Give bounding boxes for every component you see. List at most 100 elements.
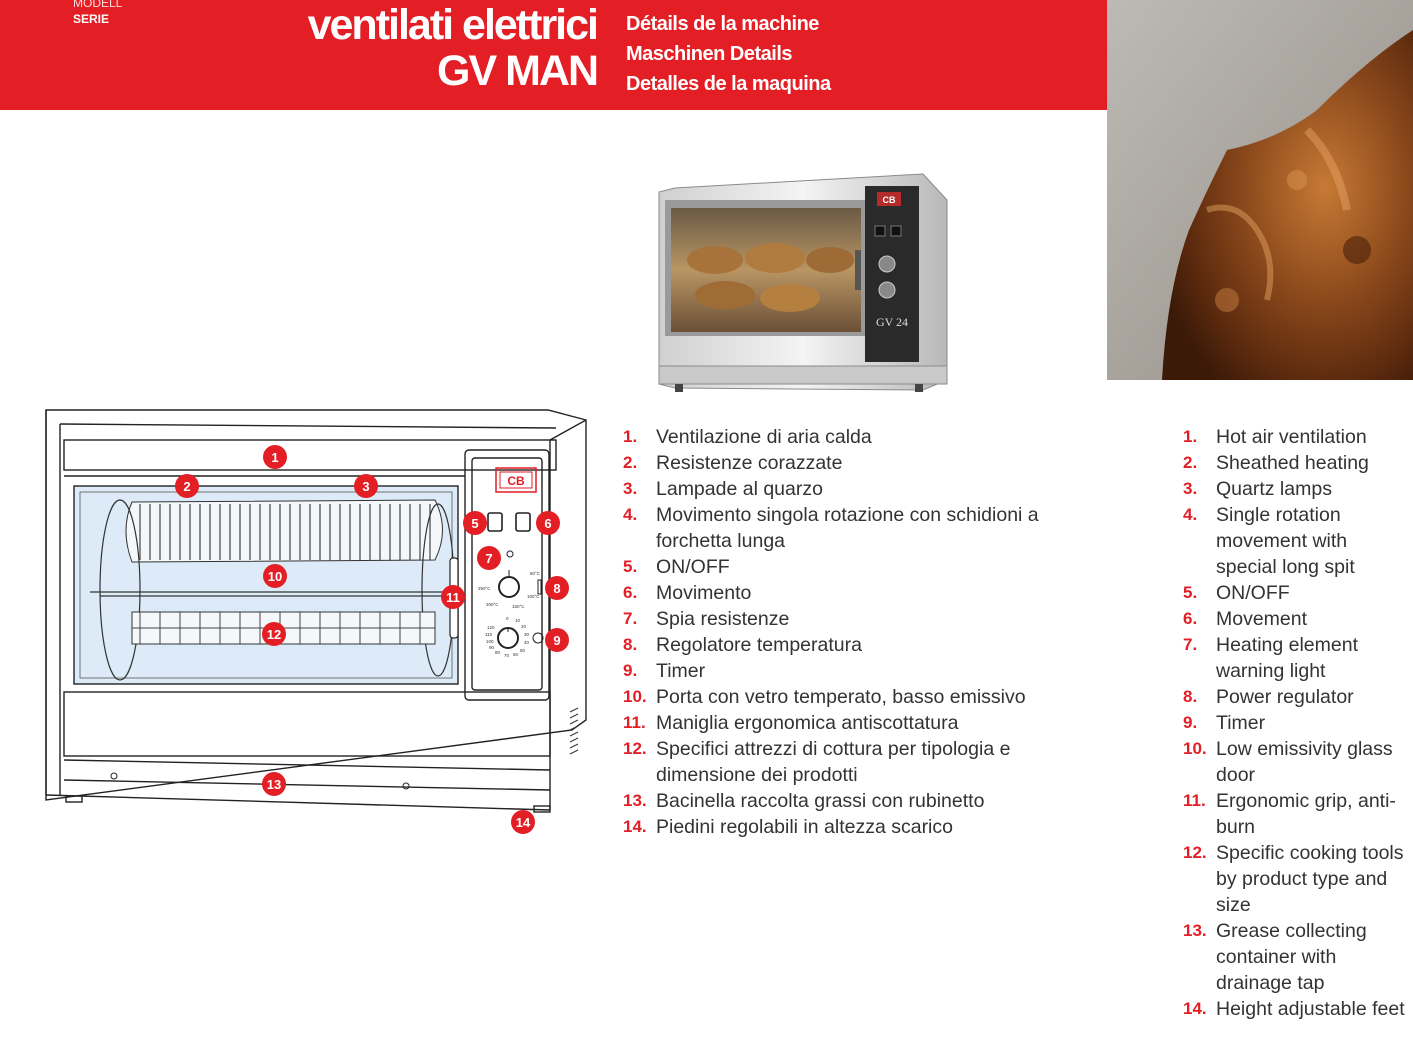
callout-2: 2 bbox=[175, 474, 199, 498]
timer-mark-100: 100 bbox=[486, 639, 494, 644]
list-item: 8. Regolatore temperatura bbox=[623, 632, 1083, 658]
timer-mark-110: 110 bbox=[485, 632, 493, 637]
diagram-logo: CB bbox=[507, 474, 525, 488]
svg-text:14: 14 bbox=[516, 815, 531, 830]
timer-mark-0: 0 bbox=[506, 616, 509, 621]
list-item: 1. Ventilazione di aria calda bbox=[623, 424, 1083, 450]
list-item-number: 6. bbox=[1183, 609, 1198, 628]
list-item-text: Specifici attrezzi di cottura per tipolo… bbox=[656, 738, 1011, 786]
model-label: MODELL bbox=[73, 0, 123, 10]
list-item: 13. Bacinella raccolta grassi con rubinet… bbox=[623, 788, 1083, 814]
list-item-number: 1. bbox=[623, 427, 638, 446]
list-item-number: 5. bbox=[1183, 583, 1198, 602]
list-item-number: 9. bbox=[1183, 713, 1198, 732]
callout-11: 11 bbox=[441, 585, 465, 609]
list-item-text: Regolatore temperatura bbox=[656, 634, 862, 656]
list-item: 12. Specifici attrezzi di cottura per tip… bbox=[623, 736, 1083, 788]
temp-mark-150: 150°C bbox=[512, 604, 525, 609]
timer-mark-120: 120 bbox=[487, 625, 495, 630]
list-item-text: Maniglia ergonomica antiscottatura bbox=[656, 712, 959, 734]
list-item-number: 2. bbox=[1183, 453, 1198, 472]
list-item: 2. Sheathed heating bbox=[1183, 450, 1413, 476]
list-item-text: ON/OFF bbox=[1216, 582, 1290, 604]
svg-text:3: 3 bbox=[362, 479, 369, 494]
list-item-number: 7. bbox=[623, 609, 638, 628]
list-item-text: Single rotation movement with special lo… bbox=[1216, 504, 1355, 578]
list-item-number: 8. bbox=[1183, 687, 1198, 706]
list-item-number: 8. bbox=[623, 635, 638, 654]
list-item: 11.Maniglia ergonomica antiscottatura bbox=[623, 710, 1083, 736]
list-item-text: Lampade al quarzo bbox=[656, 478, 823, 500]
callout-10: 10 bbox=[263, 564, 287, 588]
svg-text:2: 2 bbox=[183, 479, 190, 494]
title-line-2: GV MAN bbox=[437, 47, 599, 95]
list-item-text: Timer bbox=[1216, 712, 1266, 734]
list-item-text: Movement bbox=[1216, 608, 1308, 630]
list-item-number: 5. bbox=[623, 557, 638, 576]
list-item-text: Hot air ventilation bbox=[1216, 426, 1367, 448]
list-item-number: 4. bbox=[623, 505, 638, 524]
list-item-text: Sheathed heating bbox=[1216, 452, 1369, 474]
callout-8: 8 bbox=[545, 576, 569, 600]
product-logo: CB bbox=[883, 195, 896, 205]
header-band: MODELL SERIE ventilati elettrici GV MAN … bbox=[0, 0, 1107, 110]
list-item-text: Quartz lamps bbox=[1216, 478, 1332, 500]
list-item-text: Spia resistenze bbox=[656, 608, 790, 630]
svg-text:9: 9 bbox=[553, 633, 560, 648]
callout-7: 7 bbox=[477, 546, 501, 570]
list-item-text: ON/OFF bbox=[656, 556, 730, 578]
svg-text:10: 10 bbox=[268, 569, 282, 584]
list-item-number: 3. bbox=[1183, 479, 1198, 498]
list-item-text: Porta con vetro temperato, basso emissiv… bbox=[656, 686, 1026, 708]
list-item: 2.Resistenze corazzate bbox=[623, 450, 1083, 476]
list-item: 10. Porta con vetro temperato, basso emis… bbox=[623, 684, 1083, 710]
list-item: 5. ON/OFF bbox=[1183, 580, 1413, 606]
subtitle-de: Maschinen Details bbox=[626, 43, 793, 65]
list-item-number: 13. bbox=[1183, 921, 1207, 940]
timer-mark-60: 60 bbox=[513, 652, 519, 657]
title-line-1: ventilati elettrici bbox=[307, 1, 599, 49]
callout-12: 12 bbox=[262, 622, 286, 646]
timer-mark-20: 20 bbox=[521, 624, 527, 629]
timer-mark-80: 80 bbox=[495, 650, 501, 655]
list-item-number: 3. bbox=[623, 479, 638, 498]
list-item: 3. Lampade al quarzo bbox=[623, 476, 1083, 502]
list-item: 1. Hot air ventilation bbox=[1183, 424, 1413, 450]
list-item: 9. Timer bbox=[1183, 710, 1413, 736]
callout-1: 1 bbox=[263, 445, 287, 469]
list-item: 13.Grease collecting container with drai… bbox=[1183, 918, 1413, 996]
product-panel-label: GV 24 bbox=[876, 315, 908, 329]
list-item: 4.Movimento singola rotazione con schidi… bbox=[623, 502, 1083, 554]
list-item-text: Power regulator bbox=[1216, 686, 1354, 708]
timer-mark-70: 70 bbox=[504, 653, 510, 658]
list-item: 10. Low emissivity glass door bbox=[1183, 736, 1413, 788]
list-item-text: Ventilazione di aria calda bbox=[656, 426, 872, 448]
list-item: 3. Quartz lamps bbox=[1183, 476, 1413, 502]
list-item-number: 2. bbox=[623, 453, 638, 472]
list-item: 4.Single rotation movement with special … bbox=[1183, 502, 1413, 580]
list-item: 7. Spia resistenze bbox=[623, 606, 1083, 632]
list-item-text: Piedini regolabili in altezza scarico bbox=[656, 816, 953, 838]
list-item-number: 13. bbox=[623, 791, 647, 810]
timer-mark-50: 50 bbox=[520, 648, 526, 653]
temp-mark-200: 200°C bbox=[486, 602, 499, 607]
list-item-number: 1. bbox=[1183, 427, 1198, 446]
callout-14: 14 bbox=[511, 810, 535, 834]
callout-5: 5 bbox=[463, 511, 487, 535]
svg-text:5: 5 bbox=[471, 516, 478, 531]
list-item-number: 14. bbox=[623, 817, 647, 836]
list-item-text: Bacinella raccolta grassi con rubinetto bbox=[656, 790, 985, 812]
oven-product-photo: CB GV 24 bbox=[655, 170, 951, 402]
list-item-number: 11. bbox=[1183, 791, 1206, 810]
subtitles: Détails de la machine Maschinen Details … bbox=[626, 9, 831, 99]
list-item-text: Low emissivity glass door bbox=[1216, 738, 1393, 786]
callout-6: 6 bbox=[536, 511, 560, 535]
list-item-number: 10. bbox=[623, 687, 647, 706]
svg-text:7: 7 bbox=[485, 551, 492, 566]
timer-mark-40: 40 bbox=[524, 640, 530, 645]
callout-13: 13 bbox=[262, 772, 286, 796]
list-item-number: 12. bbox=[623, 739, 647, 758]
list-item-number: 10. bbox=[1183, 739, 1207, 758]
list-item-text: Ergonomic grip, anti-burn bbox=[1216, 790, 1396, 838]
